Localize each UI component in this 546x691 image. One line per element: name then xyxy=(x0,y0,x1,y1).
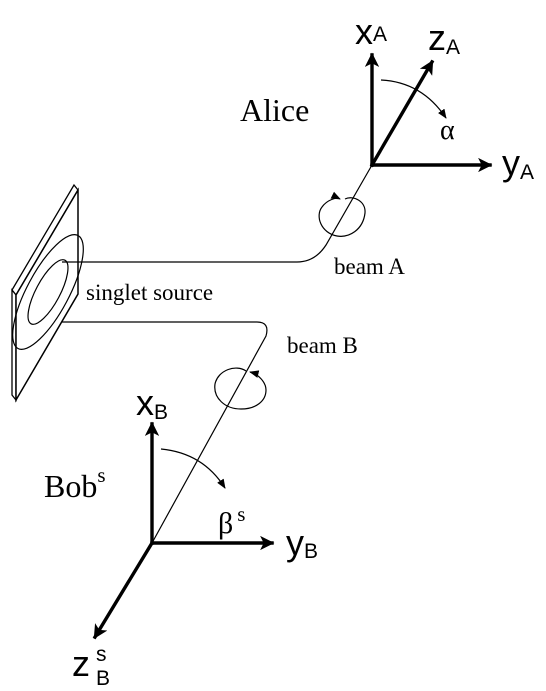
bob-y-label: yB xyxy=(286,522,318,563)
alice-angle-arc-icon xyxy=(380,79,447,119)
bob-x-label: xB xyxy=(136,382,168,424)
spin-arrow-b-icon xyxy=(214,367,267,410)
source-plate xyxy=(11,183,84,403)
source-label: singlet source xyxy=(86,280,213,305)
alice-x-label: xA xyxy=(355,11,387,52)
alice-axes xyxy=(364,52,493,173)
spin-arrow-a-icon xyxy=(318,191,366,237)
bob-z-axis xyxy=(92,540,155,640)
beam-b-label: beam B xyxy=(287,333,358,358)
alice-y-label: yA xyxy=(502,142,534,184)
aperture-outer xyxy=(12,234,84,350)
bob-label: Bobs xyxy=(44,463,106,504)
bob-z-label-main: z xyxy=(72,643,90,684)
beam-b-path xyxy=(62,321,268,544)
bob-axes xyxy=(92,421,275,640)
alice-z-label: zA xyxy=(428,17,460,59)
beam-a-path xyxy=(62,164,373,263)
bob-angle-arc-icon xyxy=(160,448,226,489)
alice-label: Alice xyxy=(240,92,309,128)
bob-z-label-sub: B xyxy=(96,667,110,690)
beam-a-label: beam A xyxy=(334,254,405,279)
alice-z-axis xyxy=(369,59,435,168)
aperture-inner xyxy=(27,259,69,325)
alice-angle-label: α xyxy=(440,115,455,146)
bob-z-label-sup: s xyxy=(96,643,107,666)
